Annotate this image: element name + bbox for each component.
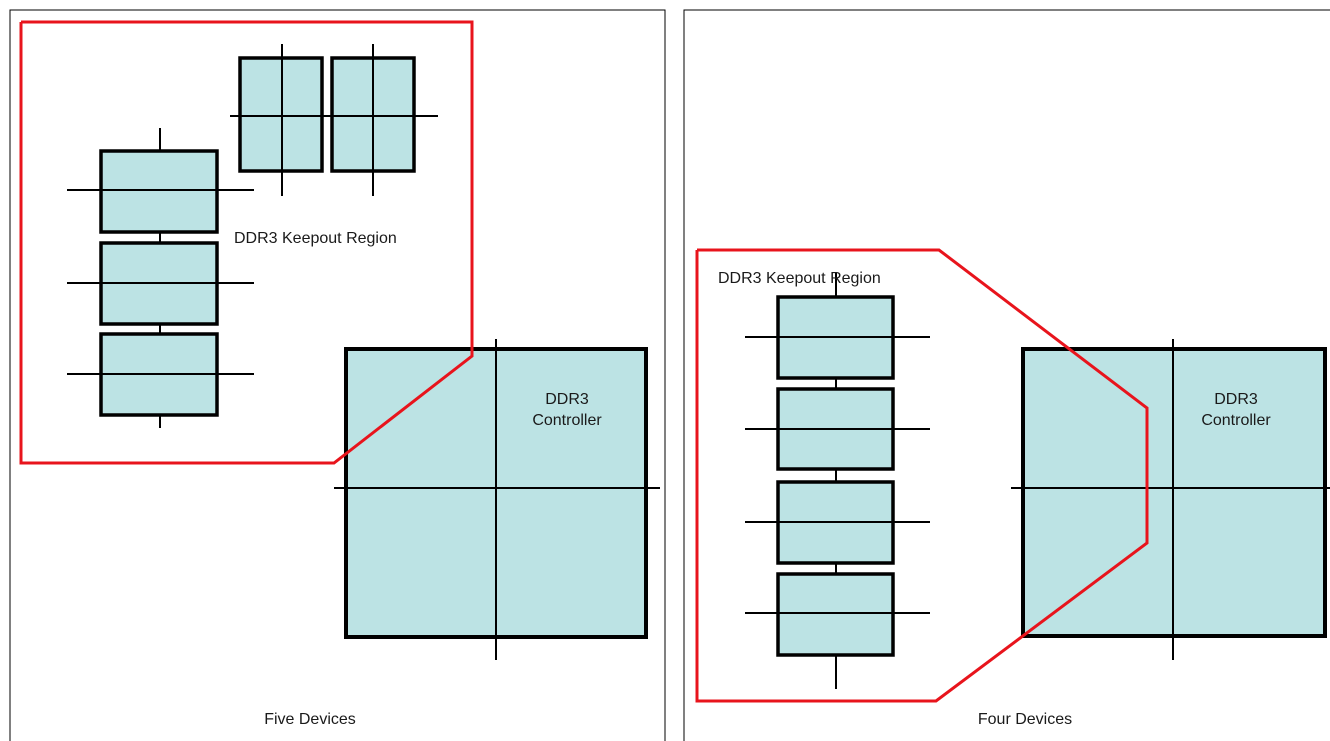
memory-device-body bbox=[776, 572, 895, 657]
keepout-region-outline bbox=[19, 20, 474, 465]
panel-frame bbox=[683, 9, 1330, 741]
memory-device bbox=[745, 572, 930, 657]
panel-five-devices: DDR3 Controller DDR3 Keepout Reg bbox=[9, 9, 666, 741]
ddr3-controller: DDR3 Controller bbox=[1011, 339, 1330, 660]
controller-label-line1: DDR3 bbox=[1214, 391, 1258, 408]
memory-device-body bbox=[99, 149, 219, 234]
memory-device bbox=[745, 480, 930, 565]
memory-device bbox=[330, 44, 416, 196]
memory-device bbox=[745, 295, 930, 380]
memory-device bbox=[67, 149, 254, 234]
controller-label-line2: Controller bbox=[1201, 412, 1271, 429]
panel-four-devices: DDR3 Controller DDR3 Keepout Region Four… bbox=[683, 9, 1330, 741]
ddr3-controller: DDR3 Controller bbox=[334, 339, 660, 660]
panel-frame bbox=[9, 9, 666, 741]
panel-caption: Five Devices bbox=[264, 711, 356, 728]
controller-label-line2: Controller bbox=[532, 412, 602, 429]
keepout-region-label: DDR3 Keepout Region bbox=[718, 270, 881, 287]
memory-device bbox=[67, 332, 254, 417]
panel-caption: Four Devices bbox=[978, 711, 1072, 728]
keepout-region-outline bbox=[695, 248, 1149, 703]
memory-device bbox=[67, 241, 254, 326]
memory-device bbox=[238, 44, 324, 196]
keepout-region-label: DDR3 Keepout Region bbox=[234, 230, 397, 247]
memory-device bbox=[745, 387, 930, 471]
controller-label-line1: DDR3 bbox=[545, 391, 589, 408]
